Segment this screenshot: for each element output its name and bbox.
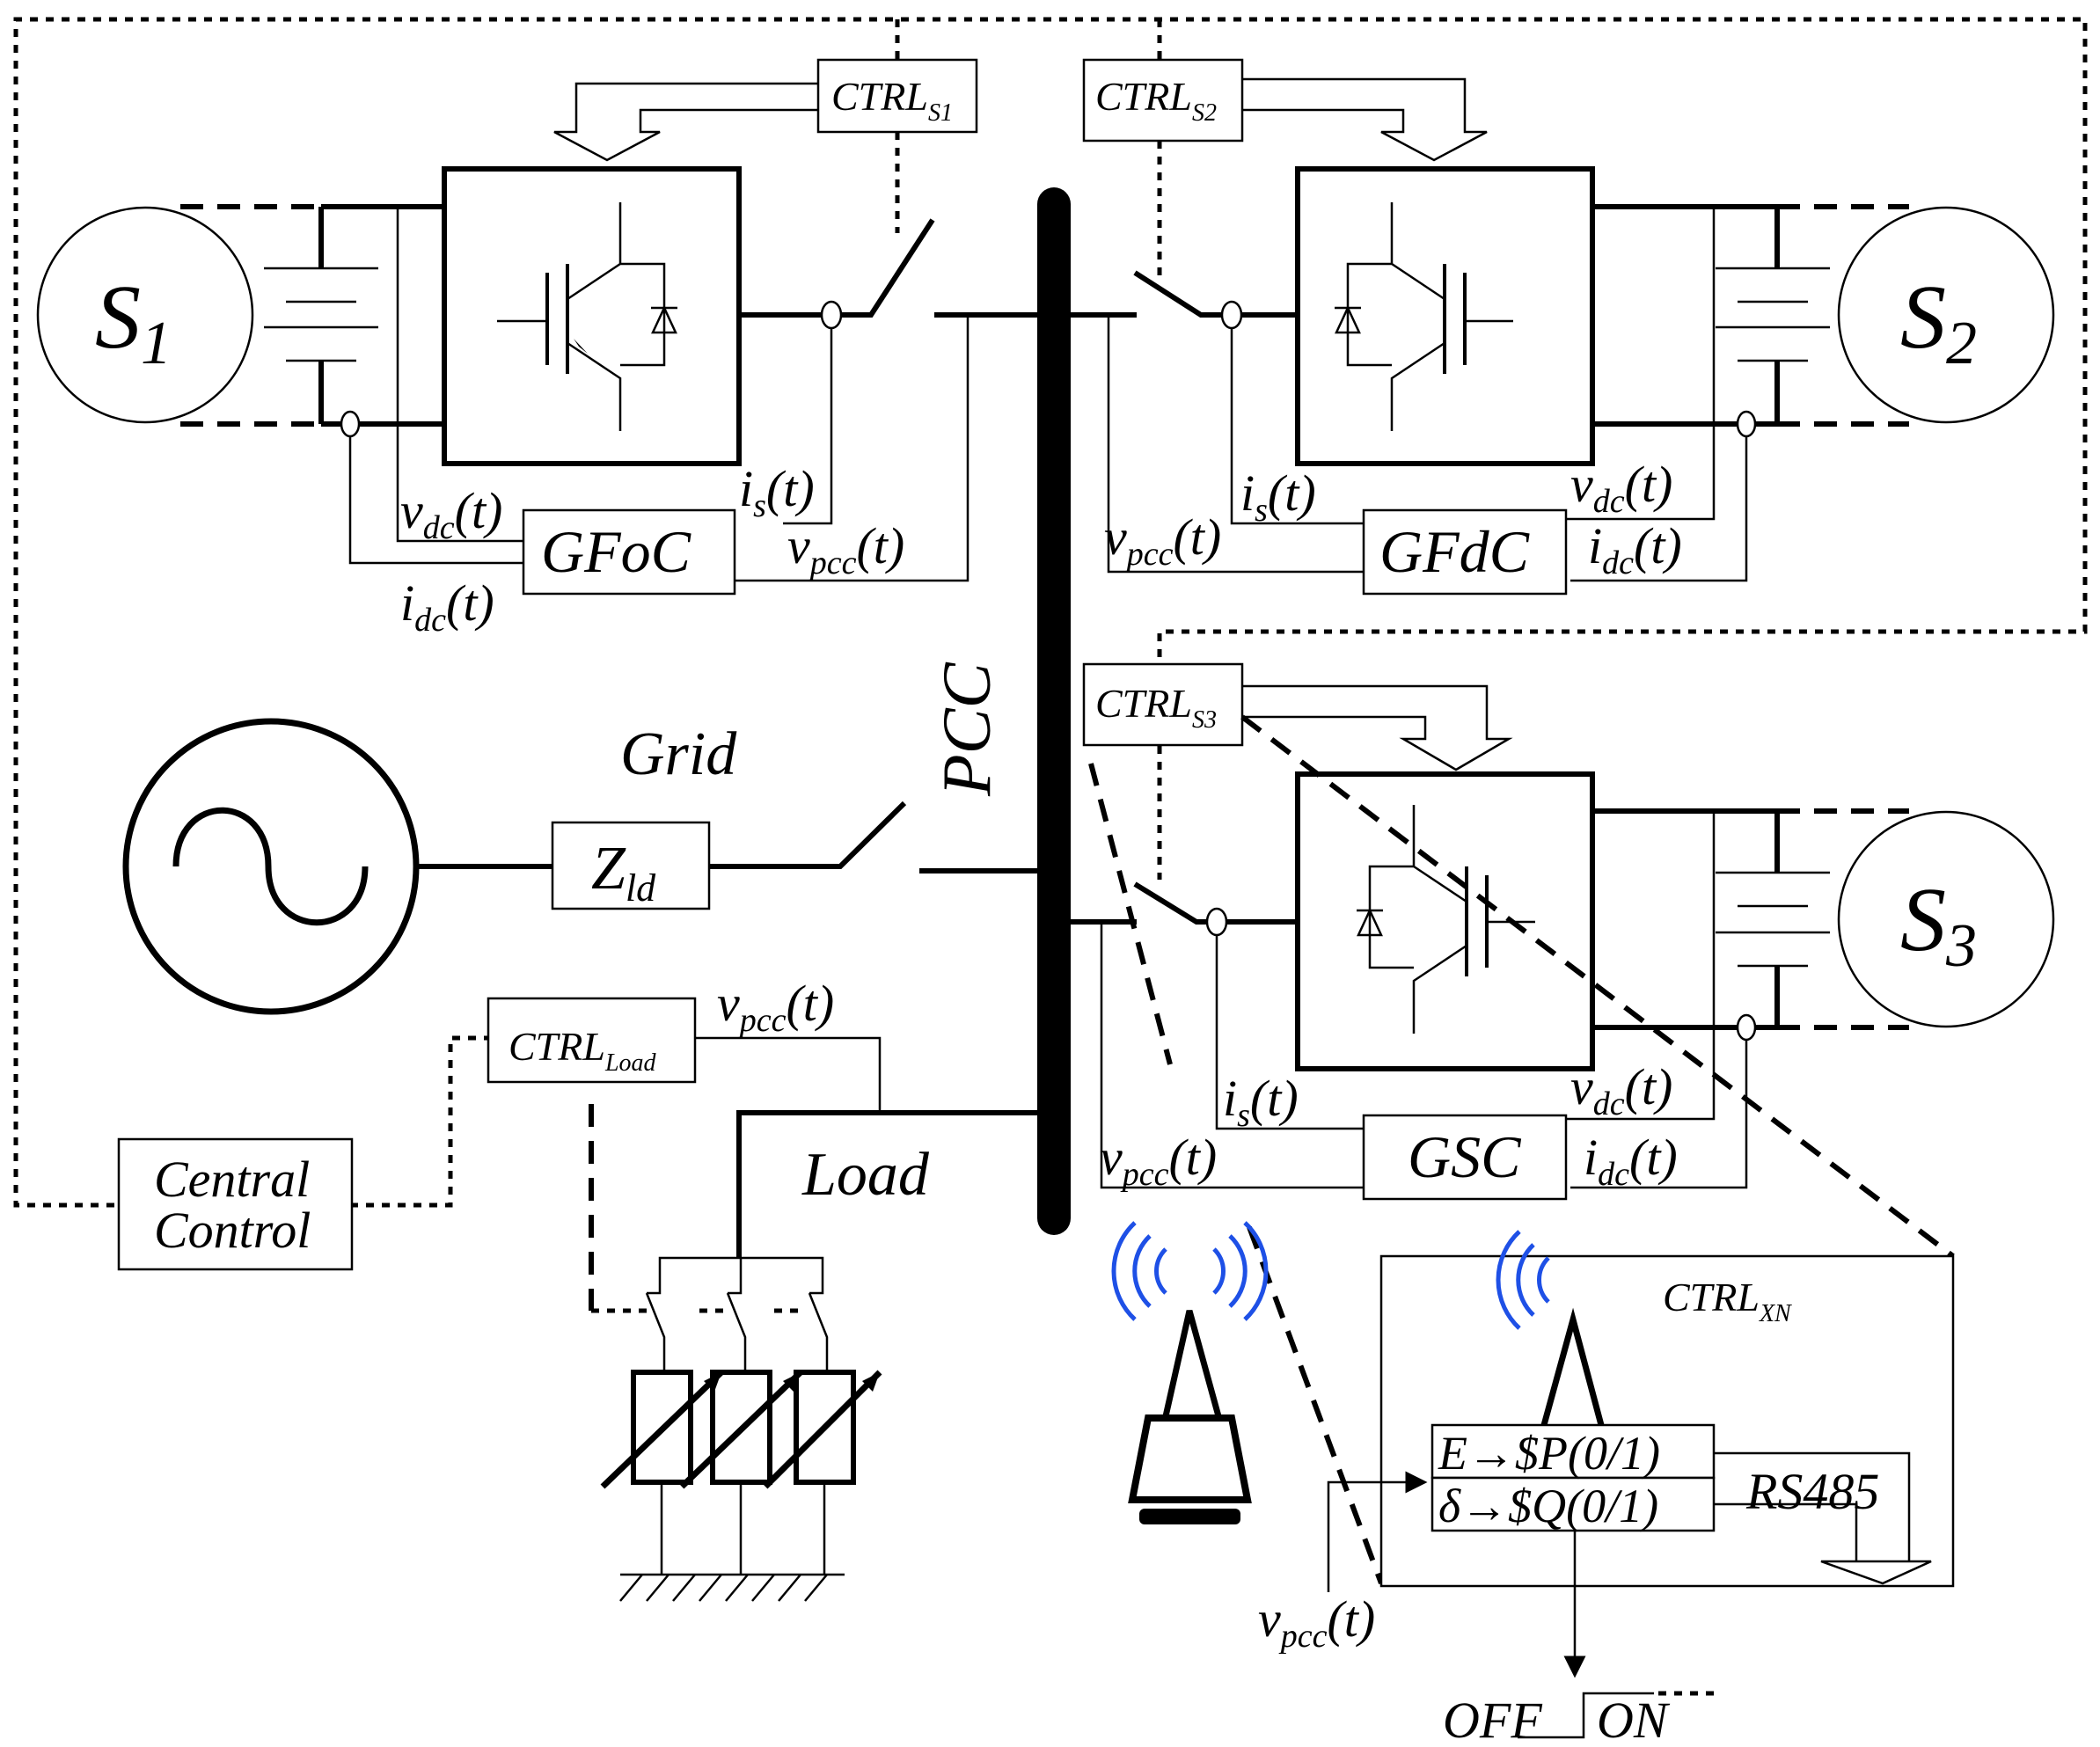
ctrl-xn-row2: δ→$Q(0/1) bbox=[1438, 1480, 1658, 1532]
load-branch: CTRLLoad vpcc(t) Load bbox=[487, 975, 1054, 1602]
communication-network-dotted bbox=[13, 17, 2088, 1208]
igbt-s2-icon bbox=[1335, 202, 1513, 431]
source-s3-branch: S3 CTRLS3 GSC is(t) vpcc(t) bbox=[1054, 662, 2055, 1201]
idc-s2-label: idc(t) bbox=[1588, 517, 1682, 581]
rs485-label: RS485 bbox=[1745, 1463, 1879, 1520]
source-s2-branch: S2 CTRLS2 GFdC is(t) vpcc(t) bbox=[1054, 58, 2055, 596]
source-s1-branch: S1 CTRLS1 bbox=[36, 58, 1054, 639]
off-on-switch-indicator: OFF ON bbox=[1443, 1691, 1716, 1747]
vpcc-s2-label: vpcc(t) bbox=[1104, 508, 1221, 573]
ctrl-s2-label: CTRLS2 bbox=[1095, 74, 1217, 127]
gfdc-block bbox=[1362, 508, 1568, 596]
vpcc-xn-label: vpcc(t) bbox=[1258, 1590, 1375, 1655]
is-s2-label: is(t) bbox=[1240, 464, 1316, 529]
gsc-label: GSC bbox=[1408, 1123, 1521, 1190]
vpcc-load-label: vpcc(t) bbox=[717, 975, 834, 1039]
pcc-label: PCC bbox=[928, 662, 1005, 797]
vdc-s3-label: vdc(t) bbox=[1570, 1058, 1672, 1122]
on-label: ON bbox=[1597, 1692, 1671, 1747]
grid-branch: Zld Grid bbox=[122, 718, 1054, 1015]
vpcc-s3-label: vpcc(t) bbox=[1100, 1129, 1217, 1193]
igbt-s1-icon bbox=[497, 202, 677, 431]
source-s1-circle bbox=[36, 206, 254, 424]
idc-s3-label: idc(t) bbox=[1584, 1129, 1678, 1193]
central-control: Central Control bbox=[117, 1137, 354, 1271]
load-label: Load bbox=[801, 1141, 930, 1209]
ctrl-load-box bbox=[487, 997, 697, 1084]
load-switch-bank bbox=[645, 1280, 829, 1372]
igbt-s3-icon bbox=[1357, 805, 1535, 1034]
vpcc-s1-label: vpcc(t) bbox=[787, 517, 904, 581]
ctrl-s3-label: CTRLS3 bbox=[1095, 681, 1217, 734]
zld-label: Zld bbox=[591, 835, 656, 910]
idc-s1-label: idc(t) bbox=[400, 574, 494, 639]
off-label: OFF bbox=[1443, 1692, 1542, 1747]
gfoc-block bbox=[522, 508, 736, 596]
gfdc-label: GFdC bbox=[1379, 518, 1530, 585]
pcc-bus: PCC bbox=[928, 187, 1071, 1235]
ctrl-load-label: CTRLLoad bbox=[509, 1024, 657, 1077]
ctrl-xn-detail: CTRLXN E→$P(0/1) δ→$Q(0/1) RS485 vpcc(t)… bbox=[1258, 1230, 1955, 1747]
central-control-box bbox=[117, 1137, 354, 1271]
ctrl-s1-label: CTRLS1 bbox=[831, 74, 953, 127]
grid-label: Grid bbox=[620, 720, 737, 788]
ctrl-s3-box bbox=[1082, 662, 1244, 747]
source-s3-circle bbox=[1837, 810, 2055, 1028]
zld-impedance-box bbox=[551, 821, 711, 910]
ctrl-xn-row1: E→$P(0/1) bbox=[1438, 1427, 1660, 1480]
wireless-antenna-icon bbox=[1111, 1221, 1269, 1524]
variable-resistor-bank-icon bbox=[600, 1370, 882, 1575]
central-control-line2: Control bbox=[154, 1202, 311, 1259]
gfoc-label: GFoC bbox=[541, 518, 691, 585]
is-s3-label: is(t) bbox=[1223, 1070, 1299, 1134]
source-s2-circle bbox=[1837, 206, 2055, 424]
ctrl-s2-box bbox=[1082, 58, 1244, 143]
zoom-projection-lines bbox=[1088, 714, 1955, 1585]
vdc-s1-label: vdc(t) bbox=[400, 482, 502, 546]
ctrl-s1-box bbox=[816, 58, 978, 134]
source-s2-label: S2 bbox=[1900, 267, 1977, 377]
is-s1-label: is(t) bbox=[739, 460, 815, 524]
ctrl-xn-antenna-icon bbox=[1496, 1230, 1605, 1426]
source-s1-label: S1 bbox=[95, 267, 172, 377]
gsc-block bbox=[1362, 1114, 1568, 1201]
ground-symbols-icon bbox=[619, 1573, 845, 1602]
ctrl-xn-label: CTRLXN bbox=[1663, 1275, 1792, 1327]
source-s3-label: S3 bbox=[1900, 869, 1977, 980]
vdc-s2-label: vdc(t) bbox=[1570, 456, 1672, 520]
central-control-line1: Central bbox=[154, 1151, 310, 1208]
